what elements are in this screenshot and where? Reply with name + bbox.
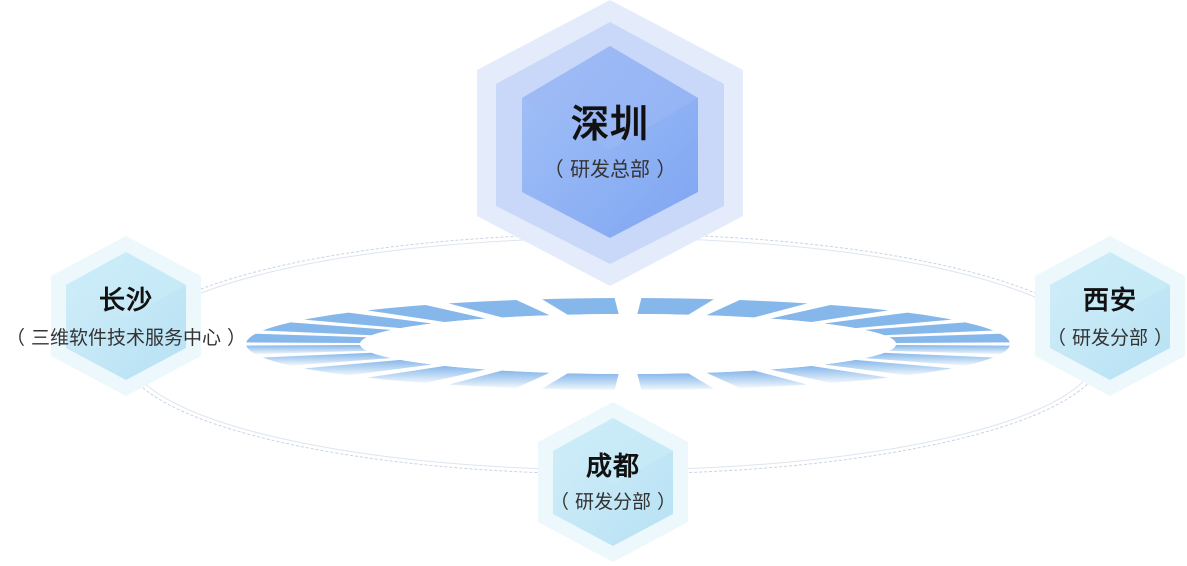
hex-facet-changsha bbox=[66, 252, 186, 318]
hex-node-chengdu bbox=[538, 402, 688, 562]
ring-segment bbox=[770, 365, 889, 383]
ring-segment bbox=[367, 305, 486, 323]
hex-facet-shenzhen bbox=[522, 46, 698, 150]
node-name-changsha: 长沙 bbox=[98, 286, 153, 316]
node-name-chengdu: 成都 bbox=[585, 452, 640, 482]
hex-node-changsha bbox=[51, 236, 201, 396]
ring-segment bbox=[824, 312, 952, 329]
hex-node-shenzhen bbox=[477, 0, 743, 286]
ring-segment bbox=[448, 300, 550, 318]
ring-segment bbox=[246, 345, 367, 355]
ring-segment bbox=[262, 352, 392, 366]
ring-segment bbox=[542, 298, 619, 315]
hex-node-xian bbox=[1035, 236, 1185, 396]
ring-segment bbox=[864, 352, 994, 366]
ring-segment bbox=[262, 322, 392, 336]
node-subtitle-shenzhen: （ 研发总部 ） bbox=[543, 157, 677, 181]
ring-segment bbox=[542, 373, 619, 390]
node-name-shenzhen: 深圳 bbox=[570, 102, 649, 146]
ring-segment bbox=[824, 359, 952, 376]
hex-facet-chengdu bbox=[553, 418, 673, 484]
ring-segment bbox=[864, 322, 994, 336]
ring-segment bbox=[770, 305, 889, 323]
ring-segment bbox=[889, 333, 1010, 343]
hex-facet-xian bbox=[1050, 252, 1170, 318]
ring-segment bbox=[706, 370, 808, 388]
segmented-ring bbox=[246, 298, 1010, 390]
ring-segment bbox=[304, 359, 432, 376]
node-label-changsha: 长沙 （ 三维软件技术服务中心 ） bbox=[6, 284, 246, 352]
ring-segment bbox=[889, 345, 1010, 355]
node-label-shenzhen: 深圳 （ 研发总部 ） bbox=[544, 100, 677, 184]
node-subtitle-xian: （ 研发分部 ） bbox=[1046, 327, 1174, 349]
node-name-xian: 西安 bbox=[1082, 286, 1137, 316]
ring-segment bbox=[706, 300, 808, 318]
node-subtitle-chengdu: （ 研发分部 ） bbox=[549, 491, 677, 513]
node-label-chengdu: 成都 （ 研发分部 ） bbox=[550, 450, 676, 516]
node-subtitle-changsha: （ 三维软件技术服务中心 ） bbox=[5, 327, 247, 349]
node-label-xian: 西安 （ 研发分部 ） bbox=[1047, 284, 1173, 352]
ring-center bbox=[360, 314, 896, 374]
ring-segment bbox=[637, 298, 714, 315]
ring-segment bbox=[367, 365, 486, 383]
ring-segment bbox=[637, 373, 714, 390]
ring-segment bbox=[304, 312, 432, 329]
ring-segment bbox=[448, 370, 550, 388]
ring-segment bbox=[246, 333, 367, 343]
